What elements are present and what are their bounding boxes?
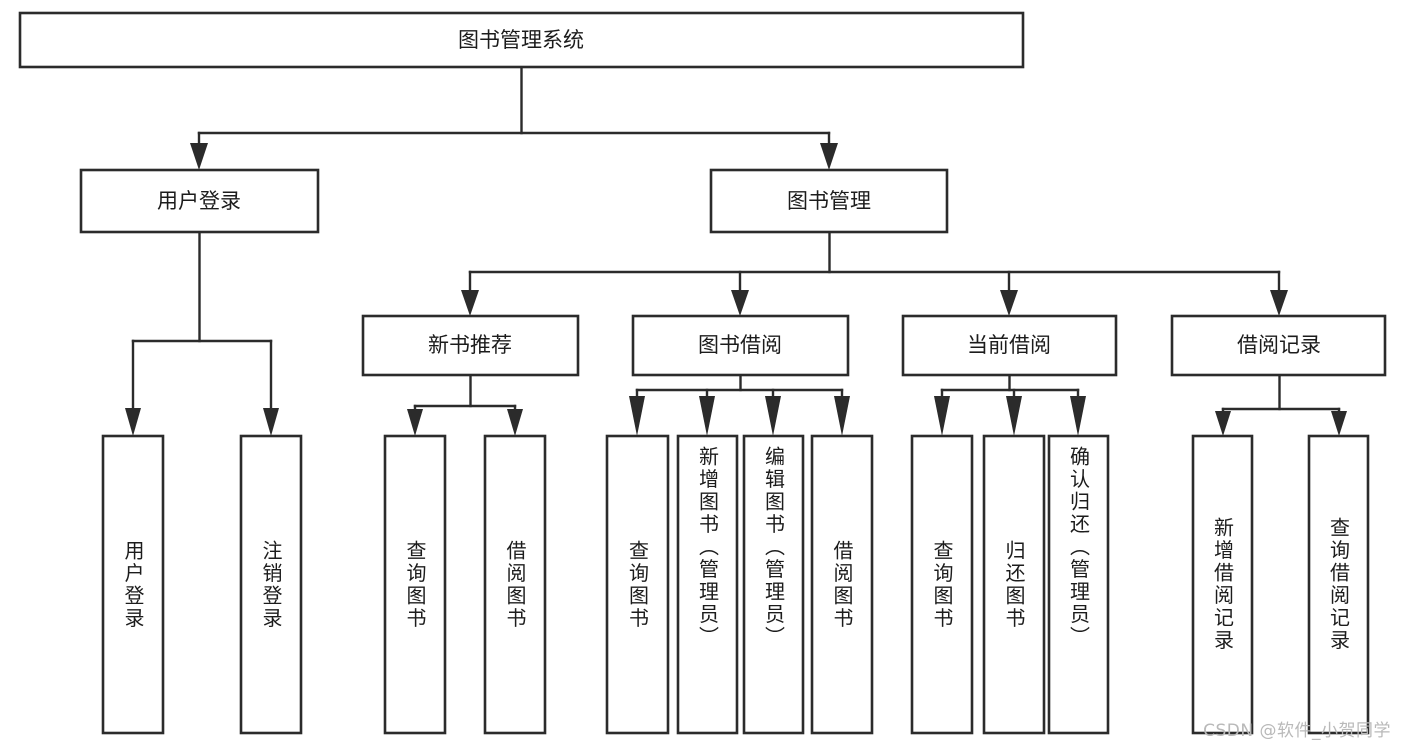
arrow-head-new-book-rec — [461, 290, 479, 316]
node-book-borrow[interactable]: 图书借阅 — [631, 314, 850, 377]
arrow-head-tsjy-leaf4 — [834, 396, 850, 436]
leaf-box-query-book-dqjy[interactable] — [910, 434, 974, 735]
arrow-head-jyjl-leaf2 — [1331, 411, 1347, 436]
arrow-head-jyjl-leaf1 — [1215, 411, 1231, 436]
leaf-box-logout[interactable] — [239, 434, 303, 735]
node-root[interactable]: 图书管理系统 — [18, 11, 1025, 69]
node-borrow-record[interactable]: 借阅记录 — [1170, 314, 1387, 377]
arrow-head-book-manage — [820, 143, 838, 170]
node-borrow-record-box[interactable] — [1170, 314, 1387, 377]
leaf-box-confirm-return-admin[interactable] — [1047, 434, 1110, 735]
node-new-book-recommend-box[interactable] — [361, 314, 580, 377]
leaf-box-add-book-admin[interactable] — [676, 434, 739, 735]
node-book-borrow-label: 图书借阅 — [698, 333, 782, 357]
node-current-borrow-box[interactable] — [901, 314, 1118, 377]
node-current-borrow[interactable]: 当前借阅 — [901, 314, 1118, 377]
node-new-book-recommend-label: 新书推荐 — [428, 333, 512, 357]
arrow-head-borrow-record — [1270, 290, 1288, 316]
arrow-head-book-borrow — [731, 290, 749, 316]
node-book-management-box[interactable] — [709, 168, 949, 234]
node-root-label: 图书管理系统 — [458, 28, 584, 52]
node-book-management[interactable]: 图书管理 — [709, 168, 949, 234]
arrow-head-tsjy-leaf3 — [765, 396, 781, 436]
node-user-login-label: 用户登录 — [157, 189, 241, 213]
arrow-head-dqjy-leaf1 — [934, 396, 950, 436]
node-book-management-label: 图书管理 — [787, 189, 871, 213]
node-root-box[interactable] — [18, 11, 1025, 69]
arrow-head-leaf-logout — [263, 408, 279, 436]
node-current-borrow-label: 当前借阅 — [967, 333, 1051, 357]
arrow-head-nbr-leaf1 — [407, 409, 423, 436]
node-user-login-box[interactable] — [79, 168, 320, 234]
node-book-borrow-box[interactable] — [631, 314, 850, 377]
arrow-head-current-borrow — [1000, 290, 1018, 316]
node-borrow-record-label: 借阅记录 — [1237, 333, 1321, 357]
arrow-head-dqjy-leaf2 — [1006, 396, 1022, 436]
leaf-box-edit-book-admin[interactable] — [742, 434, 805, 735]
arrow-head-leaf-user-login — [125, 408, 141, 436]
leaf-box-query-borrow-record[interactable] — [1307, 434, 1370, 735]
leaf-box-query-book-tsjy[interactable] — [605, 434, 670, 735]
node-user-login[interactable]: 用户登录 — [79, 168, 320, 234]
node-new-book-recommend[interactable]: 新书推荐 — [361, 314, 580, 377]
leaf-box-borrow-book-tsjy[interactable] — [810, 434, 874, 735]
arrow-head-dqjy-leaf3 — [1070, 396, 1086, 436]
leaf-box-query-book-nbr[interactable] — [383, 434, 447, 735]
leaf-box-return-book[interactable] — [982, 434, 1046, 735]
arrow-head-nbr-leaf2 — [507, 409, 523, 436]
arrow-head-user-login — [190, 143, 208, 170]
arrow-head-tsjy-leaf1 — [629, 396, 645, 436]
leaf-box-add-borrow-record[interactable] — [1191, 434, 1254, 735]
leaf-box-user-login[interactable] — [101, 434, 165, 735]
arrow-head-tsjy-leaf2 — [699, 396, 715, 436]
csdn-watermark: CSDN @软件_小贺同学 — [1203, 721, 1391, 741]
leaf-box-borrow-book-nbr[interactable] — [483, 434, 547, 735]
connector-layer — [125, 65, 1347, 436]
